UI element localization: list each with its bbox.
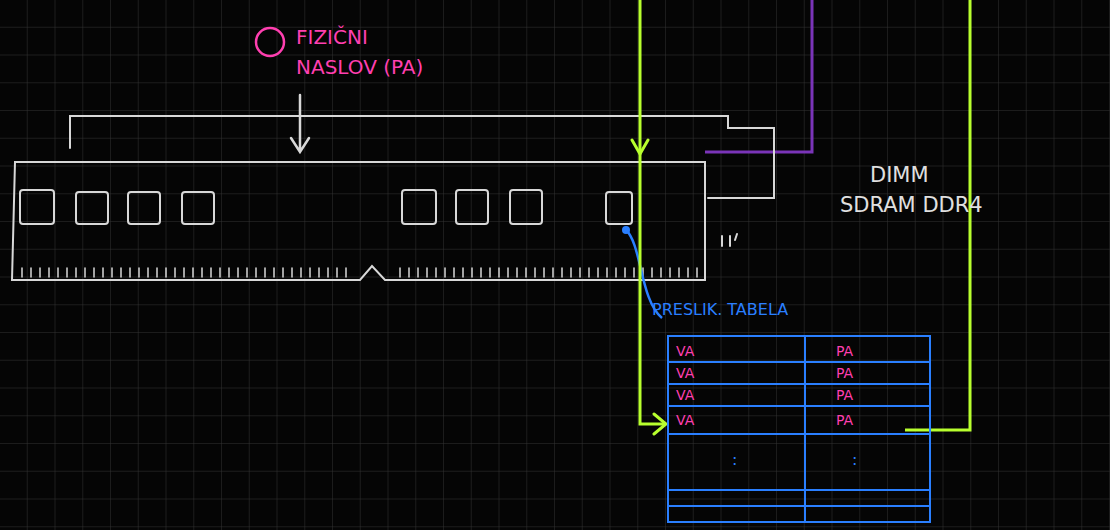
address-label: FIZIČNI NASLOV (PA) [296,22,446,82]
table-cell: : [852,450,857,469]
table-cell: PA [836,387,853,403]
module-label: DIMM SDRAM DDR4 [840,160,995,220]
table-cell: VA [676,387,694,403]
address-arrow [291,95,309,152]
table-grid [650,296,940,526]
purple-line [705,0,812,152]
table-cell: PA [836,412,853,428]
mapping-table: PRESLIK. TABELAVAPAVAPAVAPAVAPA:: [650,296,940,526]
green-arrowheads [632,140,666,434]
table-cell: : [732,450,737,469]
table-cell: VA [676,343,694,359]
table-cell: PA [836,343,853,359]
table-cell: VA [676,412,694,428]
green-line [640,0,664,424]
table-title: PRESLIK. TABELA [652,300,788,319]
dimm-module [12,116,774,280]
bullet-circle [256,28,284,56]
table-cell: PA [836,365,853,381]
table-cell: VA [676,365,694,381]
